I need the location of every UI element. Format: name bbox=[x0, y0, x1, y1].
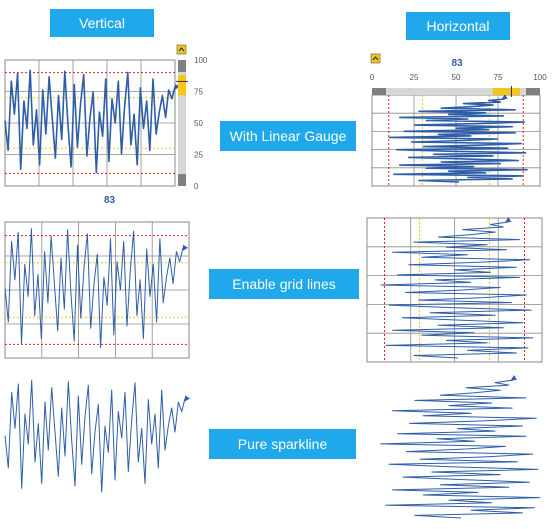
vertical-gauge-collapse-icon-glyph bbox=[178, 47, 185, 52]
pure-sparkline-label: Pure sparkline bbox=[209, 429, 356, 459]
horizontal-gauge-collapse-icon bbox=[370, 53, 381, 64]
vertical-grid-end-arrow-icon bbox=[183, 244, 188, 251]
vertical-gauge-series-line bbox=[4, 69, 176, 174]
vertical-gauge-collapse-icon-box bbox=[176, 44, 187, 55]
vertical-gauge-top-band bbox=[178, 60, 186, 72]
horizontal-gauge-value: 83 bbox=[451, 58, 463, 69]
vertical-gauge-tick-0: 0 bbox=[194, 182, 199, 191]
horizontal-sparkline-series-line bbox=[380, 379, 541, 519]
vertical-gauge-bottom-band bbox=[178, 174, 186, 186]
vertical-gauge-fill bbox=[178, 75, 186, 96]
vertical-gauge-tick-4: 100 bbox=[194, 56, 208, 65]
horizontal-gauge-tick-1: 25 bbox=[410, 73, 419, 82]
vertical-gauge-collapse-icon bbox=[176, 44, 187, 55]
vertical-gauge-end-arrow-icon bbox=[175, 83, 180, 90]
horizontal-gauge-collapse-icon-glyph bbox=[372, 56, 379, 61]
horizontal-label: Horizontal bbox=[406, 12, 510, 40]
vertical-gauge-tick-1: 25 bbox=[194, 151, 203, 160]
vertical-grid-grid bbox=[4, 221, 190, 359]
horizontal-grid-series-line bbox=[380, 221, 534, 359]
horizontal-gauge-fill bbox=[492, 88, 520, 95]
horizontal-gauge-tick-0: 0 bbox=[370, 73, 375, 82]
horizontal-grid-end-arrow-icon bbox=[505, 217, 512, 222]
vertical-sparkline-series-line bbox=[4, 379, 186, 493]
horizontal-gauge-tick-2: 50 bbox=[452, 73, 461, 82]
vertical-gauge-value: 83 bbox=[104, 195, 116, 206]
grid-lines-label: Enable grid lines bbox=[209, 269, 359, 299]
horizontal-gauge-track bbox=[372, 88, 540, 95]
horizontal-gauge-end-arrow-icon bbox=[501, 94, 508, 99]
horizontal-sparkline-end-arrow-icon bbox=[510, 375, 517, 380]
vertical-sparkline-end-arrow-icon bbox=[185, 395, 190, 402]
vertical-gauge-tick-2: 50 bbox=[194, 119, 203, 128]
horizontal-gauge-tick-4: 100 bbox=[533, 73, 547, 82]
horizontal-gauge-collapse-icon-box bbox=[370, 53, 381, 64]
vertical-gauge-track bbox=[178, 60, 186, 186]
horizontal-gauge-series-line bbox=[388, 98, 528, 183]
linear-gauge-label: With Linear Gauge bbox=[220, 121, 356, 151]
horizontal-gauge-tick-3: 75 bbox=[494, 73, 503, 82]
vertical-gauge-tick-3: 75 bbox=[194, 88, 203, 97]
horizontal-gauge-left-band bbox=[372, 88, 386, 95]
vertical-grid-series-line bbox=[4, 228, 184, 349]
vertical-label: Vertical bbox=[50, 9, 154, 37]
horizontal-gauge-right-band bbox=[526, 88, 540, 95]
